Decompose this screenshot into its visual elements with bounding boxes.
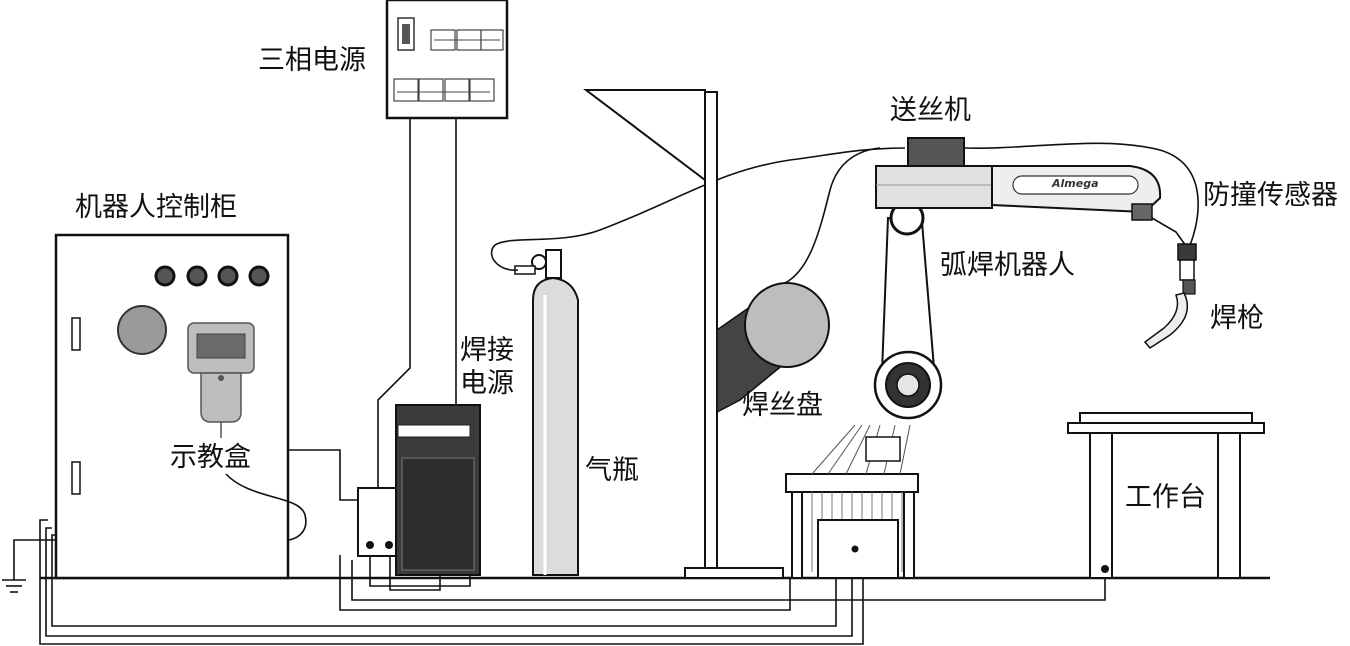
label-arc-welding-robot: 弧焊机器人 bbox=[940, 250, 1075, 281]
power-cables bbox=[377, 118, 457, 490]
label-workbench: 工作台 bbox=[1125, 482, 1206, 513]
teach-pendant-cable bbox=[225, 473, 307, 541]
label-three-phase-power: 三相电源 bbox=[258, 45, 366, 76]
gas-cylinder-shape bbox=[490, 147, 906, 576]
label-welding-torch: 焊枪 bbox=[1210, 303, 1264, 334]
indicator-lamps bbox=[154, 265, 270, 287]
label-teach-pendant: 示教盒 bbox=[170, 442, 251, 473]
label-anti-collision-sensor: 防撞传感器 bbox=[1203, 180, 1338, 211]
label-wire-reel: 焊丝盘 bbox=[742, 390, 823, 421]
label-gas-cylinder: 气瓶 bbox=[585, 455, 639, 486]
torch-cable bbox=[963, 142, 1199, 246]
label-wire-feeder: 送丝机 bbox=[890, 95, 971, 126]
workbench-shape bbox=[1067, 412, 1265, 579]
label-welding-power-line1: 焊接 bbox=[460, 335, 514, 366]
support-mast bbox=[583, 89, 784, 579]
welding-torch-shape bbox=[1143, 217, 1197, 349]
emergency-stop-knob bbox=[117, 305, 167, 355]
label-welding-power-line2: 电源 bbox=[460, 368, 514, 399]
label-robot-control-cabinet: 机器人控制柜 bbox=[75, 192, 237, 223]
wire-reel-shape bbox=[716, 147, 881, 414]
earth-ground-icon bbox=[2, 539, 56, 593]
three-phase-power-box bbox=[385, 0, 509, 120]
welding-power-unit bbox=[357, 404, 481, 576]
robot-control-cabinet bbox=[54, 233, 358, 580]
arm-brand-logo: Almega bbox=[1052, 177, 1099, 190]
robot-arm-shape bbox=[873, 137, 1162, 420]
teach-pendant-device bbox=[187, 322, 255, 438]
ground-cables bbox=[39, 519, 1106, 645]
robot-base bbox=[785, 424, 919, 579]
